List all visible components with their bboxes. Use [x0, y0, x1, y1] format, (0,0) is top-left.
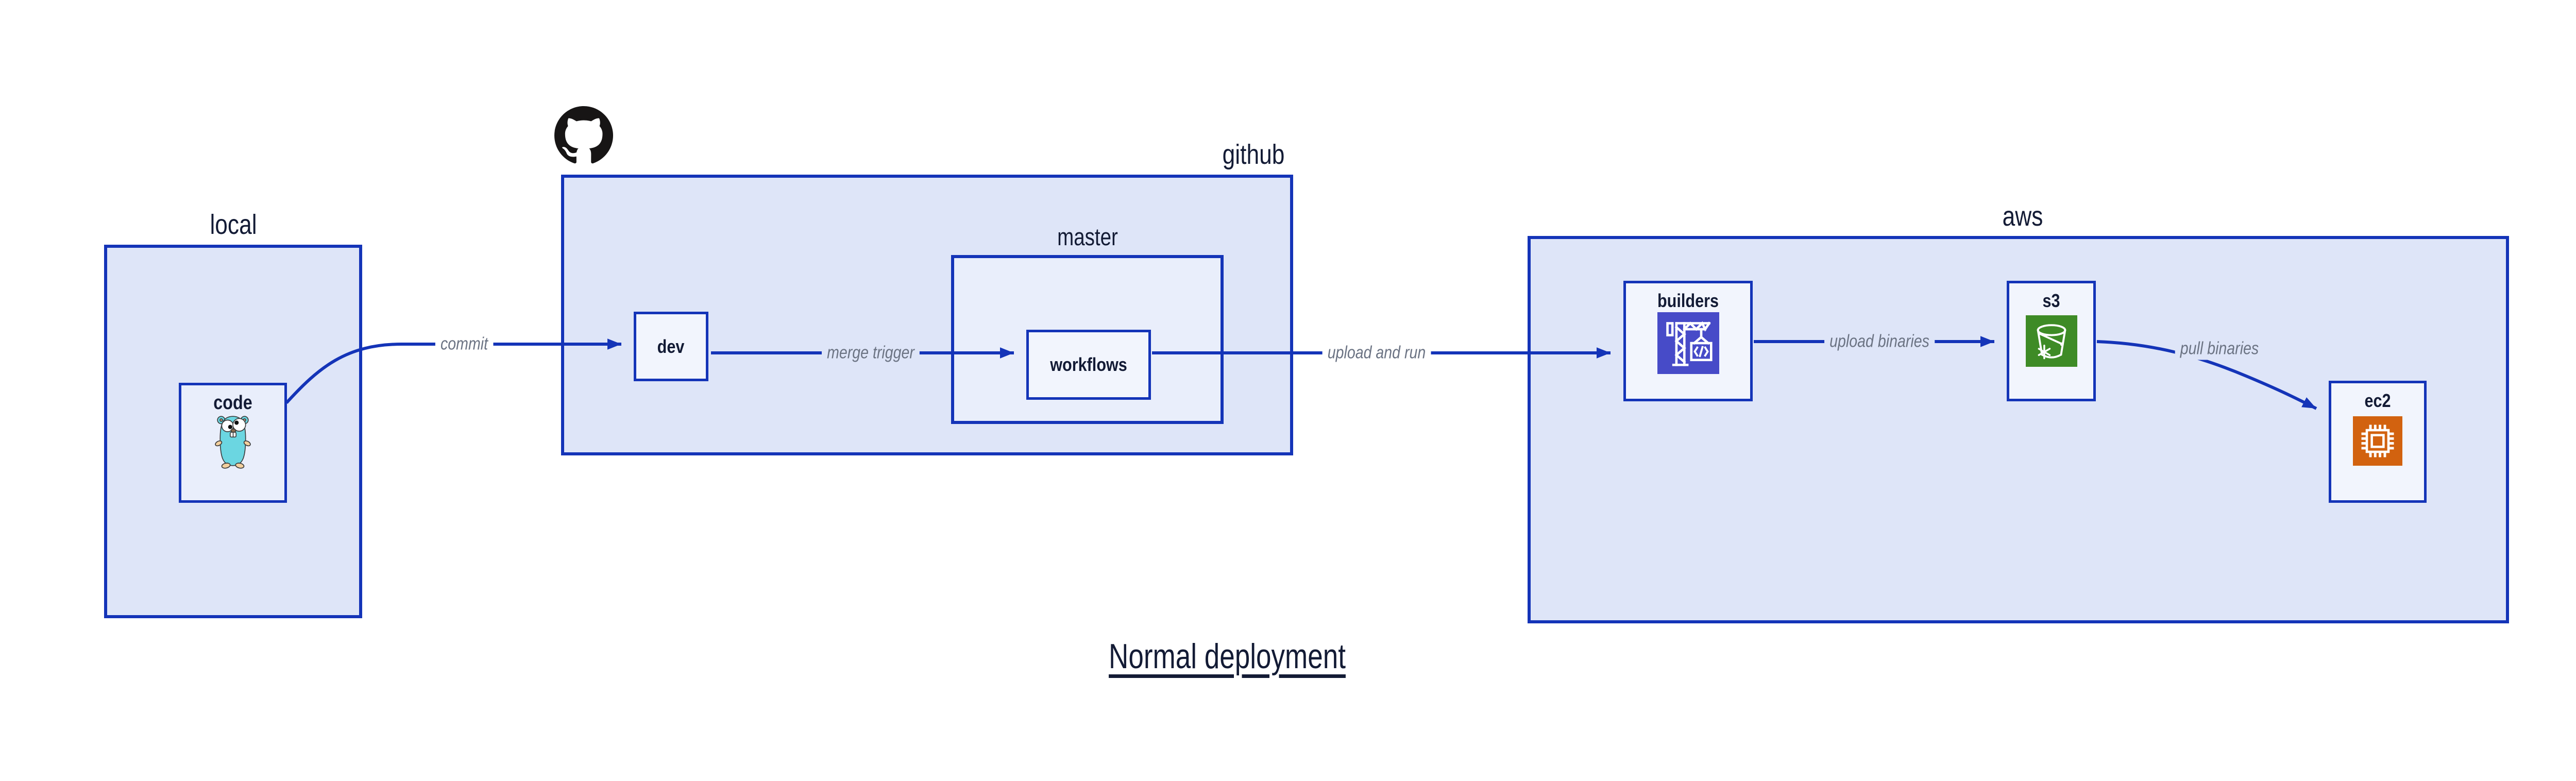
node-ec2-label: ec2 — [2364, 390, 2391, 411]
s3-bucket-icon — [2025, 315, 2077, 367]
ec2-chip-icon — [2353, 416, 2402, 466]
node-s3-label: s3 — [2042, 290, 2060, 311]
group-github-label: github — [1222, 139, 1285, 170]
edge-merge-trigger-label: merge trigger — [821, 342, 920, 364]
codebuild-crane-icon — [1657, 312, 1719, 374]
node-builders-label: builders — [1657, 290, 1719, 311]
group-aws-label: aws — [2002, 201, 2043, 232]
edge-commit-label: commit — [435, 333, 494, 355]
node-code: code — [179, 383, 287, 503]
node-code-label: code — [213, 392, 252, 414]
node-s3: s3 — [2007, 281, 2096, 401]
edge-pull-binaries-label: pull binaries — [2175, 337, 2264, 360]
node-workflows: workflows — [1026, 330, 1151, 400]
node-ec2: ec2 — [2329, 381, 2427, 503]
page-title: Normal deployment — [1109, 637, 1346, 676]
github-octocat-icon — [554, 106, 613, 167]
go-gopher-icon — [214, 413, 252, 469]
edge-upload-and-run-label: upload and run — [1322, 342, 1431, 364]
node-dev-label: dev — [657, 335, 685, 357]
group-local-label: local — [210, 209, 257, 240]
edge-upload-binaries-label: upload binaries — [1824, 330, 1935, 353]
node-workflows-label: workflows — [1050, 354, 1127, 375]
node-dev: dev — [634, 312, 708, 381]
node-builders: builders — [1623, 281, 1753, 401]
group-master-label: master — [1057, 223, 1118, 250]
